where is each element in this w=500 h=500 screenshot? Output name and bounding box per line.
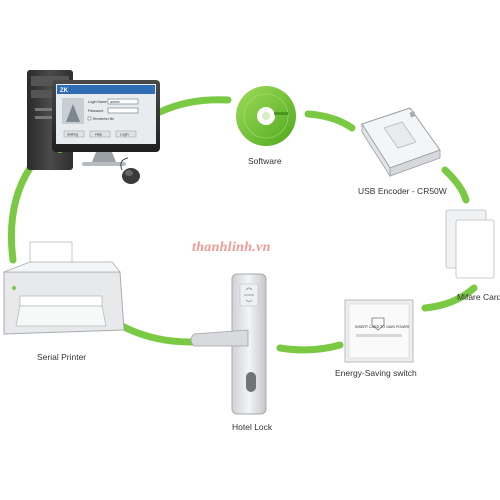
connector-card-switch <box>421 284 478 312</box>
login-name-label: Login Name <box>88 100 107 104</box>
remember-label: Remember Me <box>93 117 114 121</box>
door-lock-icon <box>190 273 267 415</box>
usb-encoder-label: USB Encoder - CR50W <box>358 186 447 196</box>
software-label: Software <box>248 156 282 166</box>
cd-disc-icon <box>236 86 296 146</box>
connector-printer-computer <box>7 164 34 264</box>
mouse-icon <box>120 157 140 184</box>
connector-encoder-card <box>441 166 470 204</box>
setting-button-label: Setting <box>67 133 78 137</box>
login-button-label: Login <box>120 133 129 137</box>
connector-software-encoder <box>304 110 356 132</box>
password-label: Password <box>88 109 103 113</box>
login-name-value: admin <box>110 100 120 104</box>
rfid-card-icon <box>445 209 495 279</box>
computer-monitor: ZK Login Name admin Password Remember Me… <box>52 80 160 166</box>
setting-button[interactable] <box>63 130 85 138</box>
connector-computer-software <box>156 96 232 116</box>
connector-lines <box>7 96 478 354</box>
remember-checkbox[interactable] <box>87 116 92 121</box>
serial-printer-label: Serial Printer <box>37 352 87 362</box>
card-encoder-icon <box>361 107 441 178</box>
switch-panel-text: INSERT CARD TO GAIN POWER <box>355 325 410 329</box>
connector-switch-lock <box>276 341 344 354</box>
help-button-label: Help <box>95 133 102 137</box>
watermark: thanhlinh.vn <box>192 240 271 255</box>
energy-switch-label: Energy-Saving switch <box>335 368 417 378</box>
login-button[interactable] <box>115 130 137 138</box>
card-switch-icon: INSERT CARD TO GAIN POWER <box>344 299 414 363</box>
help-button[interactable] <box>89 130 111 138</box>
printer-icon <box>3 241 125 335</box>
window-logo: ZK <box>60 88 69 94</box>
connector-lock-printer <box>118 322 199 346</box>
mifare-card-label: Mifare Card <box>457 292 500 302</box>
hotel-lock-label: Hotel Lock <box>232 422 273 432</box>
password-field[interactable] <box>107 107 139 114</box>
